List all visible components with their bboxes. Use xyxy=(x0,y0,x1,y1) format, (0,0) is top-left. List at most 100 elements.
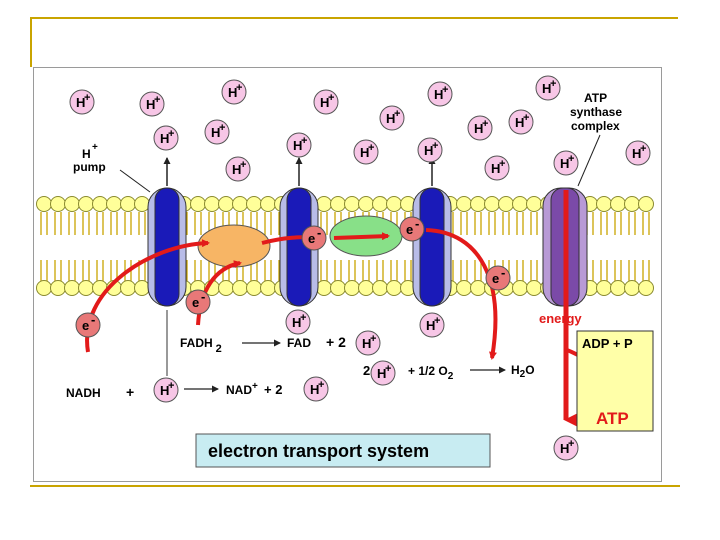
lipid-tails-lower xyxy=(40,260,650,282)
svg-text:e: e xyxy=(492,271,499,286)
complex-1 xyxy=(147,187,187,307)
svg-text:-: - xyxy=(415,216,419,231)
svg-text:H: H xyxy=(232,162,241,177)
slide-top-rule xyxy=(30,17,678,19)
lipid-head xyxy=(624,280,640,296)
svg-text:H: H xyxy=(76,95,85,110)
svg-text:+: + xyxy=(568,153,574,165)
lipid-head xyxy=(260,280,276,296)
svg-text:H: H xyxy=(362,336,371,351)
proton-ion: H+ xyxy=(353,139,379,165)
lipid-head xyxy=(134,280,150,296)
svg-text:H: H xyxy=(426,318,435,333)
proton-ion: H+ xyxy=(625,140,651,166)
lipid-head xyxy=(218,280,234,296)
svg-text:H: H xyxy=(292,315,301,330)
lipid-heads-upper xyxy=(36,196,654,212)
proton-layer: H+H+H+H+H+H+H+H+H+H+H+H+H+H+H+H+H+H+H+H+… xyxy=(69,75,651,461)
lipid-head xyxy=(204,196,220,212)
svg-text:H: H xyxy=(211,125,220,140)
svg-text:+: + xyxy=(385,363,391,375)
svg-text:+: + xyxy=(550,78,556,90)
lipid-head xyxy=(344,196,360,212)
lipid-head xyxy=(134,196,150,212)
svg-text:+: + xyxy=(368,142,374,154)
proton-ion: H+ xyxy=(370,360,396,386)
svg-text:e: e xyxy=(308,231,315,246)
h-pump-plus-label: + xyxy=(92,142,98,153)
lipid-head xyxy=(36,280,52,296)
svg-text:+: + xyxy=(168,380,174,392)
nadh-label: NADH xyxy=(66,386,101,400)
water-label: H2O xyxy=(511,363,535,380)
nadh-plus-label: + xyxy=(126,384,134,400)
svg-text:H: H xyxy=(310,382,319,397)
lipid-head xyxy=(78,196,94,212)
svg-text:e: e xyxy=(406,222,413,237)
svg-text:+: + xyxy=(640,143,646,155)
oxygen-coef-label: 2 xyxy=(363,363,370,378)
lipid-head xyxy=(358,196,374,212)
lipid-head xyxy=(260,196,276,212)
svg-text:+: + xyxy=(482,118,488,130)
svg-text:+: + xyxy=(568,438,574,450)
svg-text:+: + xyxy=(154,94,160,106)
lipid-head xyxy=(92,196,108,212)
pump-callout-line xyxy=(119,169,151,193)
svg-text:H: H xyxy=(560,441,569,456)
electron: e- xyxy=(485,265,511,291)
atp-synthase-label-1: ATP xyxy=(584,91,607,105)
proton-ion: H+ xyxy=(484,155,510,181)
lipid-head xyxy=(218,196,234,212)
svg-text:+: + xyxy=(318,379,324,391)
electron-path-cytc xyxy=(333,232,390,241)
svg-text:H: H xyxy=(491,161,500,176)
proton-ion: H+ xyxy=(69,89,95,115)
complex-3 xyxy=(279,187,319,307)
svg-text:+: + xyxy=(328,92,334,104)
proton-ion: H+ xyxy=(553,150,579,176)
slide-bottom-rule xyxy=(30,485,680,487)
lipid-head xyxy=(120,196,136,212)
proton-ion: H+ xyxy=(467,115,493,141)
svg-text:H: H xyxy=(632,146,641,161)
proton-ion: H+ xyxy=(313,89,339,115)
lipid-head xyxy=(316,280,332,296)
svg-text:-: - xyxy=(201,289,205,304)
lipid-head xyxy=(470,196,486,212)
lipid-head xyxy=(50,196,66,212)
lipid-head xyxy=(624,196,640,212)
lipid-head xyxy=(372,280,388,296)
proton-ion: H+ xyxy=(355,330,381,356)
nad-label: NAD+ xyxy=(226,381,258,397)
electron: e- xyxy=(399,216,425,242)
svg-text:-: - xyxy=(91,312,95,327)
svg-text:H: H xyxy=(293,138,302,153)
lipid-head xyxy=(232,280,248,296)
proton-ion: H+ xyxy=(285,309,311,335)
lipid-head xyxy=(470,280,486,296)
proton-ion: H+ xyxy=(286,132,312,158)
lipid-head xyxy=(316,196,332,212)
svg-text:+: + xyxy=(499,158,505,170)
diagram-title: electron transport system xyxy=(208,441,429,461)
lipid-head xyxy=(596,196,612,212)
atp-synthase-callout-line xyxy=(577,134,601,187)
svg-text:-: - xyxy=(317,225,321,240)
energy-label: energy xyxy=(539,311,582,326)
lipid-head xyxy=(638,196,654,212)
electron: e- xyxy=(75,312,101,338)
svg-text:+: + xyxy=(394,108,400,120)
svg-text:+: + xyxy=(219,122,225,134)
adp-p-label: ADP + P xyxy=(582,336,633,351)
svg-text:H: H xyxy=(386,111,395,126)
svg-text:H: H xyxy=(434,87,443,102)
lipid-head xyxy=(330,196,346,212)
lipid-head xyxy=(456,280,472,296)
proton-ion: H+ xyxy=(139,91,165,117)
svg-text:H: H xyxy=(146,97,155,112)
lipid-head xyxy=(526,196,542,212)
svg-text:-: - xyxy=(501,265,505,280)
